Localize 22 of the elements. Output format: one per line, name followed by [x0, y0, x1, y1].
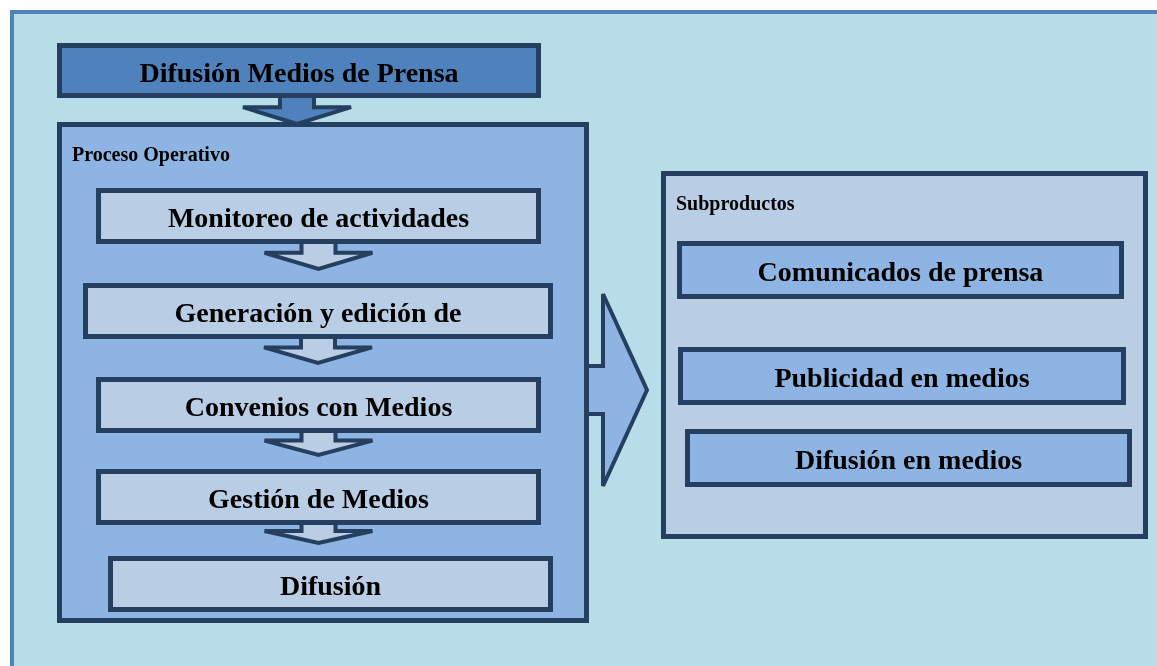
- process-box: [96, 188, 541, 244]
- output-box: [677, 241, 1124, 299]
- box-label: Difusión: [279, 569, 382, 602]
- process-box: [96, 469, 541, 525]
- box-label: Publicidad en medios: [774, 361, 1030, 394]
- box-label: Monitoreo de actividades: [167, 201, 470, 234]
- output-box: [678, 347, 1126, 405]
- box-label: Generación y edición de: [174, 296, 462, 329]
- panel-heading: Proceso Operativo: [72, 143, 230, 166]
- process-box: [96, 377, 541, 433]
- box-label: Gestión de Medios: [208, 482, 429, 515]
- panel-heading: Subproductos: [676, 192, 795, 215]
- box-label: Difusión en medios: [794, 443, 1023, 476]
- title-box: [57, 43, 541, 98]
- output-panel: [661, 171, 1148, 539]
- box-label: Convenios con Medios: [184, 390, 453, 423]
- process-box: [108, 556, 553, 612]
- process-panel: [57, 122, 589, 623]
- output-box: [685, 429, 1132, 487]
- process-box: [83, 283, 553, 339]
- box-label: Comunicados de prensa: [757, 255, 1044, 288]
- box-label: Difusión Medios de Prensa: [139, 55, 459, 89]
